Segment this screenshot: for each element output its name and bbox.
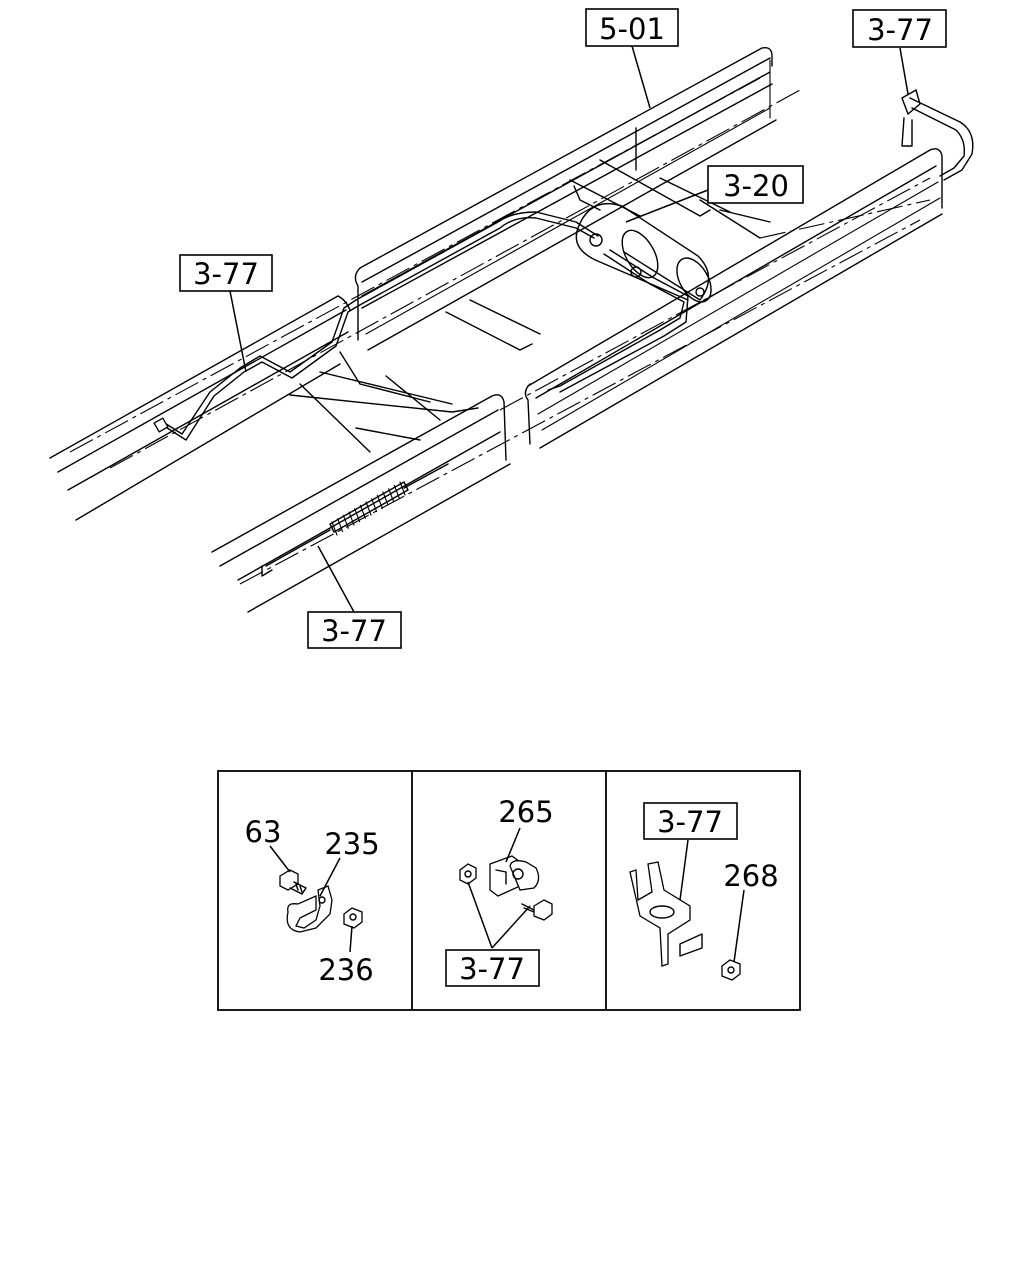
part-number-268: 268 xyxy=(723,859,778,893)
frame-rail-left-front xyxy=(211,394,511,613)
callout-hose-bottom[interactable]: 3-77 xyxy=(307,611,402,649)
callout-frame[interactable]: 5-01 xyxy=(585,8,679,47)
hose-coil xyxy=(388,488,395,503)
bracket-icon xyxy=(489,855,540,897)
cross-members xyxy=(289,127,771,453)
callout-leaders xyxy=(229,45,909,613)
flange-nut-icon xyxy=(721,959,741,981)
detail-panel-2: 265 3-77 xyxy=(445,795,554,987)
frame-rail-left xyxy=(49,295,351,521)
hose-coil xyxy=(393,484,400,499)
detail-panel-3: 3-77 268 xyxy=(629,802,779,981)
detail-table xyxy=(217,770,801,1011)
hose-coil xyxy=(371,498,378,513)
callout-pipe-rear-right-label: 3-77 xyxy=(867,13,933,47)
callout-pipe-left-label: 3-77 xyxy=(193,257,259,291)
callout-tank-label: 3-20 xyxy=(723,169,789,203)
callout-frame-label: 5-01 xyxy=(599,12,665,46)
callout-pipe-rear-right[interactable]: 3-77 xyxy=(852,9,947,48)
flex-hose xyxy=(265,463,449,567)
callout-panel-3-label: 3-77 xyxy=(657,805,723,839)
callout-panel-2-label: 3-77 xyxy=(459,952,525,986)
hose-coil xyxy=(348,511,355,526)
callout-panel-2[interactable]: 3-77 xyxy=(445,949,540,987)
part-number-235: 235 xyxy=(324,827,379,861)
hose-coil xyxy=(337,518,344,533)
air-tank xyxy=(575,202,712,303)
part-number-236: 236 xyxy=(318,953,373,987)
hose-coil xyxy=(342,514,349,529)
hose-coil xyxy=(354,508,361,523)
hose-coil xyxy=(359,504,366,519)
hose-coil xyxy=(376,494,383,509)
part-number-63: 63 xyxy=(245,815,282,849)
hose-coil xyxy=(399,481,406,496)
clip-icon xyxy=(286,885,333,933)
hose-coil xyxy=(382,491,389,506)
callout-hose-bottom-label: 3-77 xyxy=(321,614,387,648)
nut-icon xyxy=(343,907,363,929)
brake-pipes xyxy=(153,89,974,441)
callout-pipe-left[interactable]: 3-77 xyxy=(179,254,273,292)
callout-tank[interactable]: 3-20 xyxy=(707,165,804,204)
part-number-265: 265 xyxy=(498,795,553,829)
washer-icon xyxy=(459,863,477,885)
detail-panel-1: 63 235 236 xyxy=(245,815,380,987)
bolt-icon xyxy=(279,869,307,895)
chassis-illustration xyxy=(49,46,974,613)
centre-lines xyxy=(69,77,931,585)
bracket-plate-icon xyxy=(629,861,703,967)
hose-coil xyxy=(365,501,372,516)
frame-rail-right-front xyxy=(524,148,943,449)
bolt-icon-2 xyxy=(521,899,553,921)
callout-panel-3[interactable]: 3-77 xyxy=(643,802,738,840)
hose-coil xyxy=(331,521,338,536)
